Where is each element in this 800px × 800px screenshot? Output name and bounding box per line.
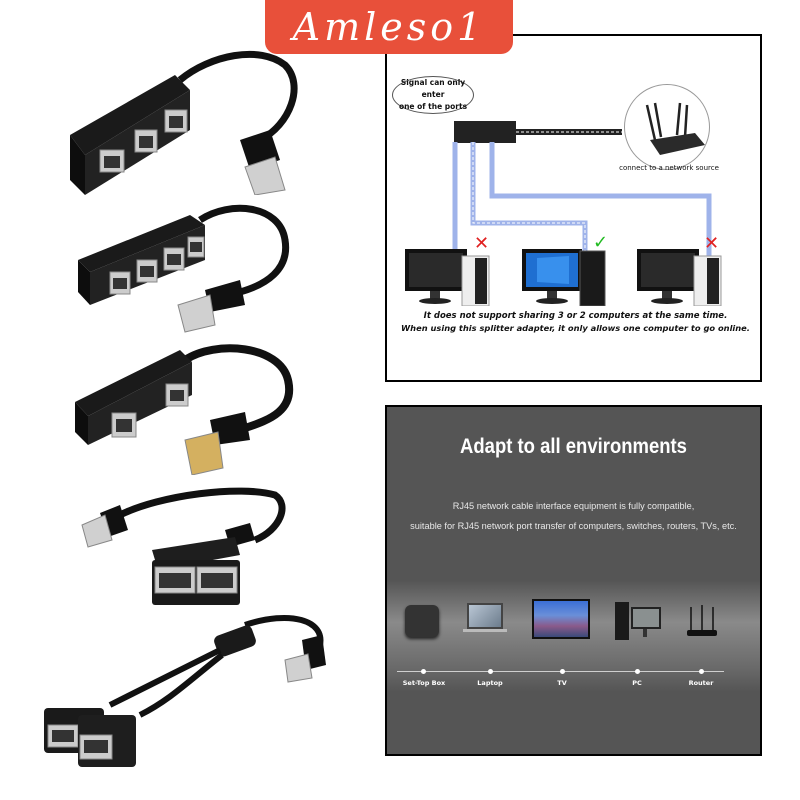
splitter-3-port-image <box>70 50 298 195</box>
router-label: connect to a network source <box>619 164 719 172</box>
laptop-icon <box>463 603 507 632</box>
environments-panel: Adapt to all environments RJ45 network c… <box>385 405 762 756</box>
product-splitter-2-port-square <box>40 475 340 610</box>
splitter-2-port-inline-image <box>75 344 294 475</box>
computer-left-icon <box>405 249 490 306</box>
product-splitter-3-port <box>40 45 340 195</box>
environments-desc-line1: RJ45 network cable interface equipment i… <box>452 501 695 511</box>
product-splitter-y-cable <box>30 610 350 780</box>
signal-callout: Signal can only enter one of the ports <box>392 76 474 114</box>
computer-center-icon <box>522 249 606 306</box>
splitter-2-port-square-image <box>81 487 286 605</box>
diagram-artwork: ✕ ✓ ✕ <box>405 121 722 306</box>
device-label-laptop: Laptop <box>477 679 503 687</box>
brand-name: Amleso1 <box>292 5 486 49</box>
diagram-caption-line2: When using this splitter adapter, it onl… <box>401 323 750 333</box>
x-mark-icon-left: ✕ <box>474 233 489 254</box>
x-mark-icon-right: ✕ <box>704 233 719 254</box>
product-splitter-4-port <box>40 200 340 340</box>
computer-right-icon <box>637 249 722 306</box>
environments-desc-line2: suitable for RJ45 network port transfer … <box>410 521 737 531</box>
splitter-4-port-image <box>78 204 290 333</box>
single-connection-diagram: Signal can only enter one of the ports ✕… <box>385 34 762 382</box>
check-mark-icon: ✓ <box>593 232 608 253</box>
devices-timeline <box>397 669 724 674</box>
splitter-box-icon <box>454 121 516 143</box>
splitter-y-cable-image <box>44 615 326 767</box>
diagram-caption-line1: It does not support sharing 3 or 2 compu… <box>423 311 728 321</box>
tv-icon <box>532 599 590 639</box>
set-top-box-icon <box>405 605 439 637</box>
device-label-set-top-box: Set-Top Box <box>402 679 446 687</box>
router-icon <box>685 605 719 643</box>
router-source-icon <box>624 84 710 170</box>
device-label-pc: PC <box>632 679 642 687</box>
signal-callout-line1: Signal can only enter <box>400 78 466 99</box>
signal-callout-line2: one of the ports <box>398 102 468 111</box>
product-splitter-2-port-inline <box>40 340 340 475</box>
brand-badge: Amleso1 <box>265 0 513 54</box>
device-label-router: Router <box>688 679 714 687</box>
environments-title: Adapt to all environments <box>460 435 687 458</box>
device-label-tv: TV <box>557 679 567 687</box>
